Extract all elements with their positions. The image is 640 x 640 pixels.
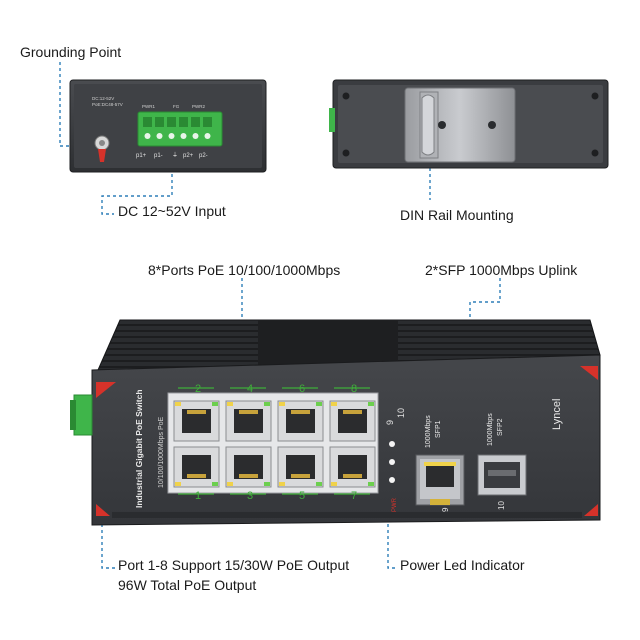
din-rail-label: DIN Rail Mounting xyxy=(400,207,514,223)
sfp1-name-label: SFP1 xyxy=(435,420,442,438)
sfp2-slot[interactable] xyxy=(477,454,527,496)
power-led-label: Power Led Indicator xyxy=(400,557,525,573)
sfp2-speed-label: 1000Mbps xyxy=(487,413,494,446)
rj45-port[interactable] xyxy=(225,400,272,442)
p2-plus-label: p2+ xyxy=(183,153,194,159)
rj45-port[interactable] xyxy=(329,446,376,488)
grounding-lug xyxy=(94,135,110,162)
dc-input-label: DC 12~52V Input xyxy=(118,203,226,219)
sfp1-number-label: 9 xyxy=(441,507,450,512)
port-number-top: 2 xyxy=(195,383,201,395)
brand-logo: Lyncel xyxy=(551,399,563,430)
sfp1-slot[interactable] xyxy=(415,454,465,506)
led-indicators xyxy=(389,441,395,483)
port-number-top: 6 xyxy=(299,383,305,395)
p1-plus-label: p1+ xyxy=(136,153,147,159)
rj45-port[interactable] xyxy=(277,400,324,442)
fg-label: FG xyxy=(173,104,180,109)
terminal-spec-line2: PoE:DC48-57V xyxy=(92,102,123,107)
led-label-10: 10 xyxy=(396,408,406,418)
terminal-spec-line1: DC:12-52V xyxy=(92,96,114,101)
sfp2-number-label: 10 xyxy=(497,501,506,510)
port-number-bottom: 7 xyxy=(351,490,357,502)
rj45-port[interactable] xyxy=(225,446,272,488)
led-label-9: 9 xyxy=(385,420,395,425)
port-number-bottom: 3 xyxy=(247,490,253,502)
switch-model-subtitle: 10/100/1000Mbps PoE xyxy=(158,416,165,488)
port-number-top: 8 xyxy=(351,383,357,395)
rj45-port[interactable] xyxy=(173,400,220,442)
sfp-uplink-label: 2*SFP 1000Mbps Uplink xyxy=(425,262,578,278)
din-rail-view xyxy=(329,79,609,169)
port-number-brackets xyxy=(178,387,370,495)
ground-symbol: ⏚ xyxy=(172,152,178,159)
callout-lines xyxy=(59,62,501,569)
p1-minus-label: p1- xyxy=(154,153,163,159)
sfp1-speed-label: 1000Mbps xyxy=(425,415,432,448)
pwr2-label: PWR2 xyxy=(192,104,205,109)
switch-model-title: Industrial Gigabit PoE Switch xyxy=(134,389,144,508)
rj45-port[interactable] xyxy=(173,446,220,488)
pwr-led-label: PWR xyxy=(392,497,398,512)
poe-output-label-line1: Port 1-8 Support 15/30W PoE Output xyxy=(118,557,350,573)
p2-minus-label: p2- xyxy=(199,153,208,159)
rj45-port[interactable] xyxy=(329,400,376,442)
terminal-block-view xyxy=(69,79,267,173)
poe-output-label-line2: 96W Total PoE Output xyxy=(118,577,257,593)
sfp2-name-label: SFP2 xyxy=(497,418,504,436)
port-number-bottom: 5 xyxy=(299,490,305,502)
grounding-point-label: Grounding Point xyxy=(20,44,122,60)
poe-ports-label: 8*Ports PoE 10/100/1000Mbps xyxy=(148,262,341,278)
port-number-top: 4 xyxy=(247,383,253,395)
port-number-bottom: 1 xyxy=(195,490,201,502)
pwr1-label: PWR1 xyxy=(142,104,155,109)
rj45-port-grid xyxy=(167,392,379,494)
rj45-port[interactable] xyxy=(277,446,324,488)
